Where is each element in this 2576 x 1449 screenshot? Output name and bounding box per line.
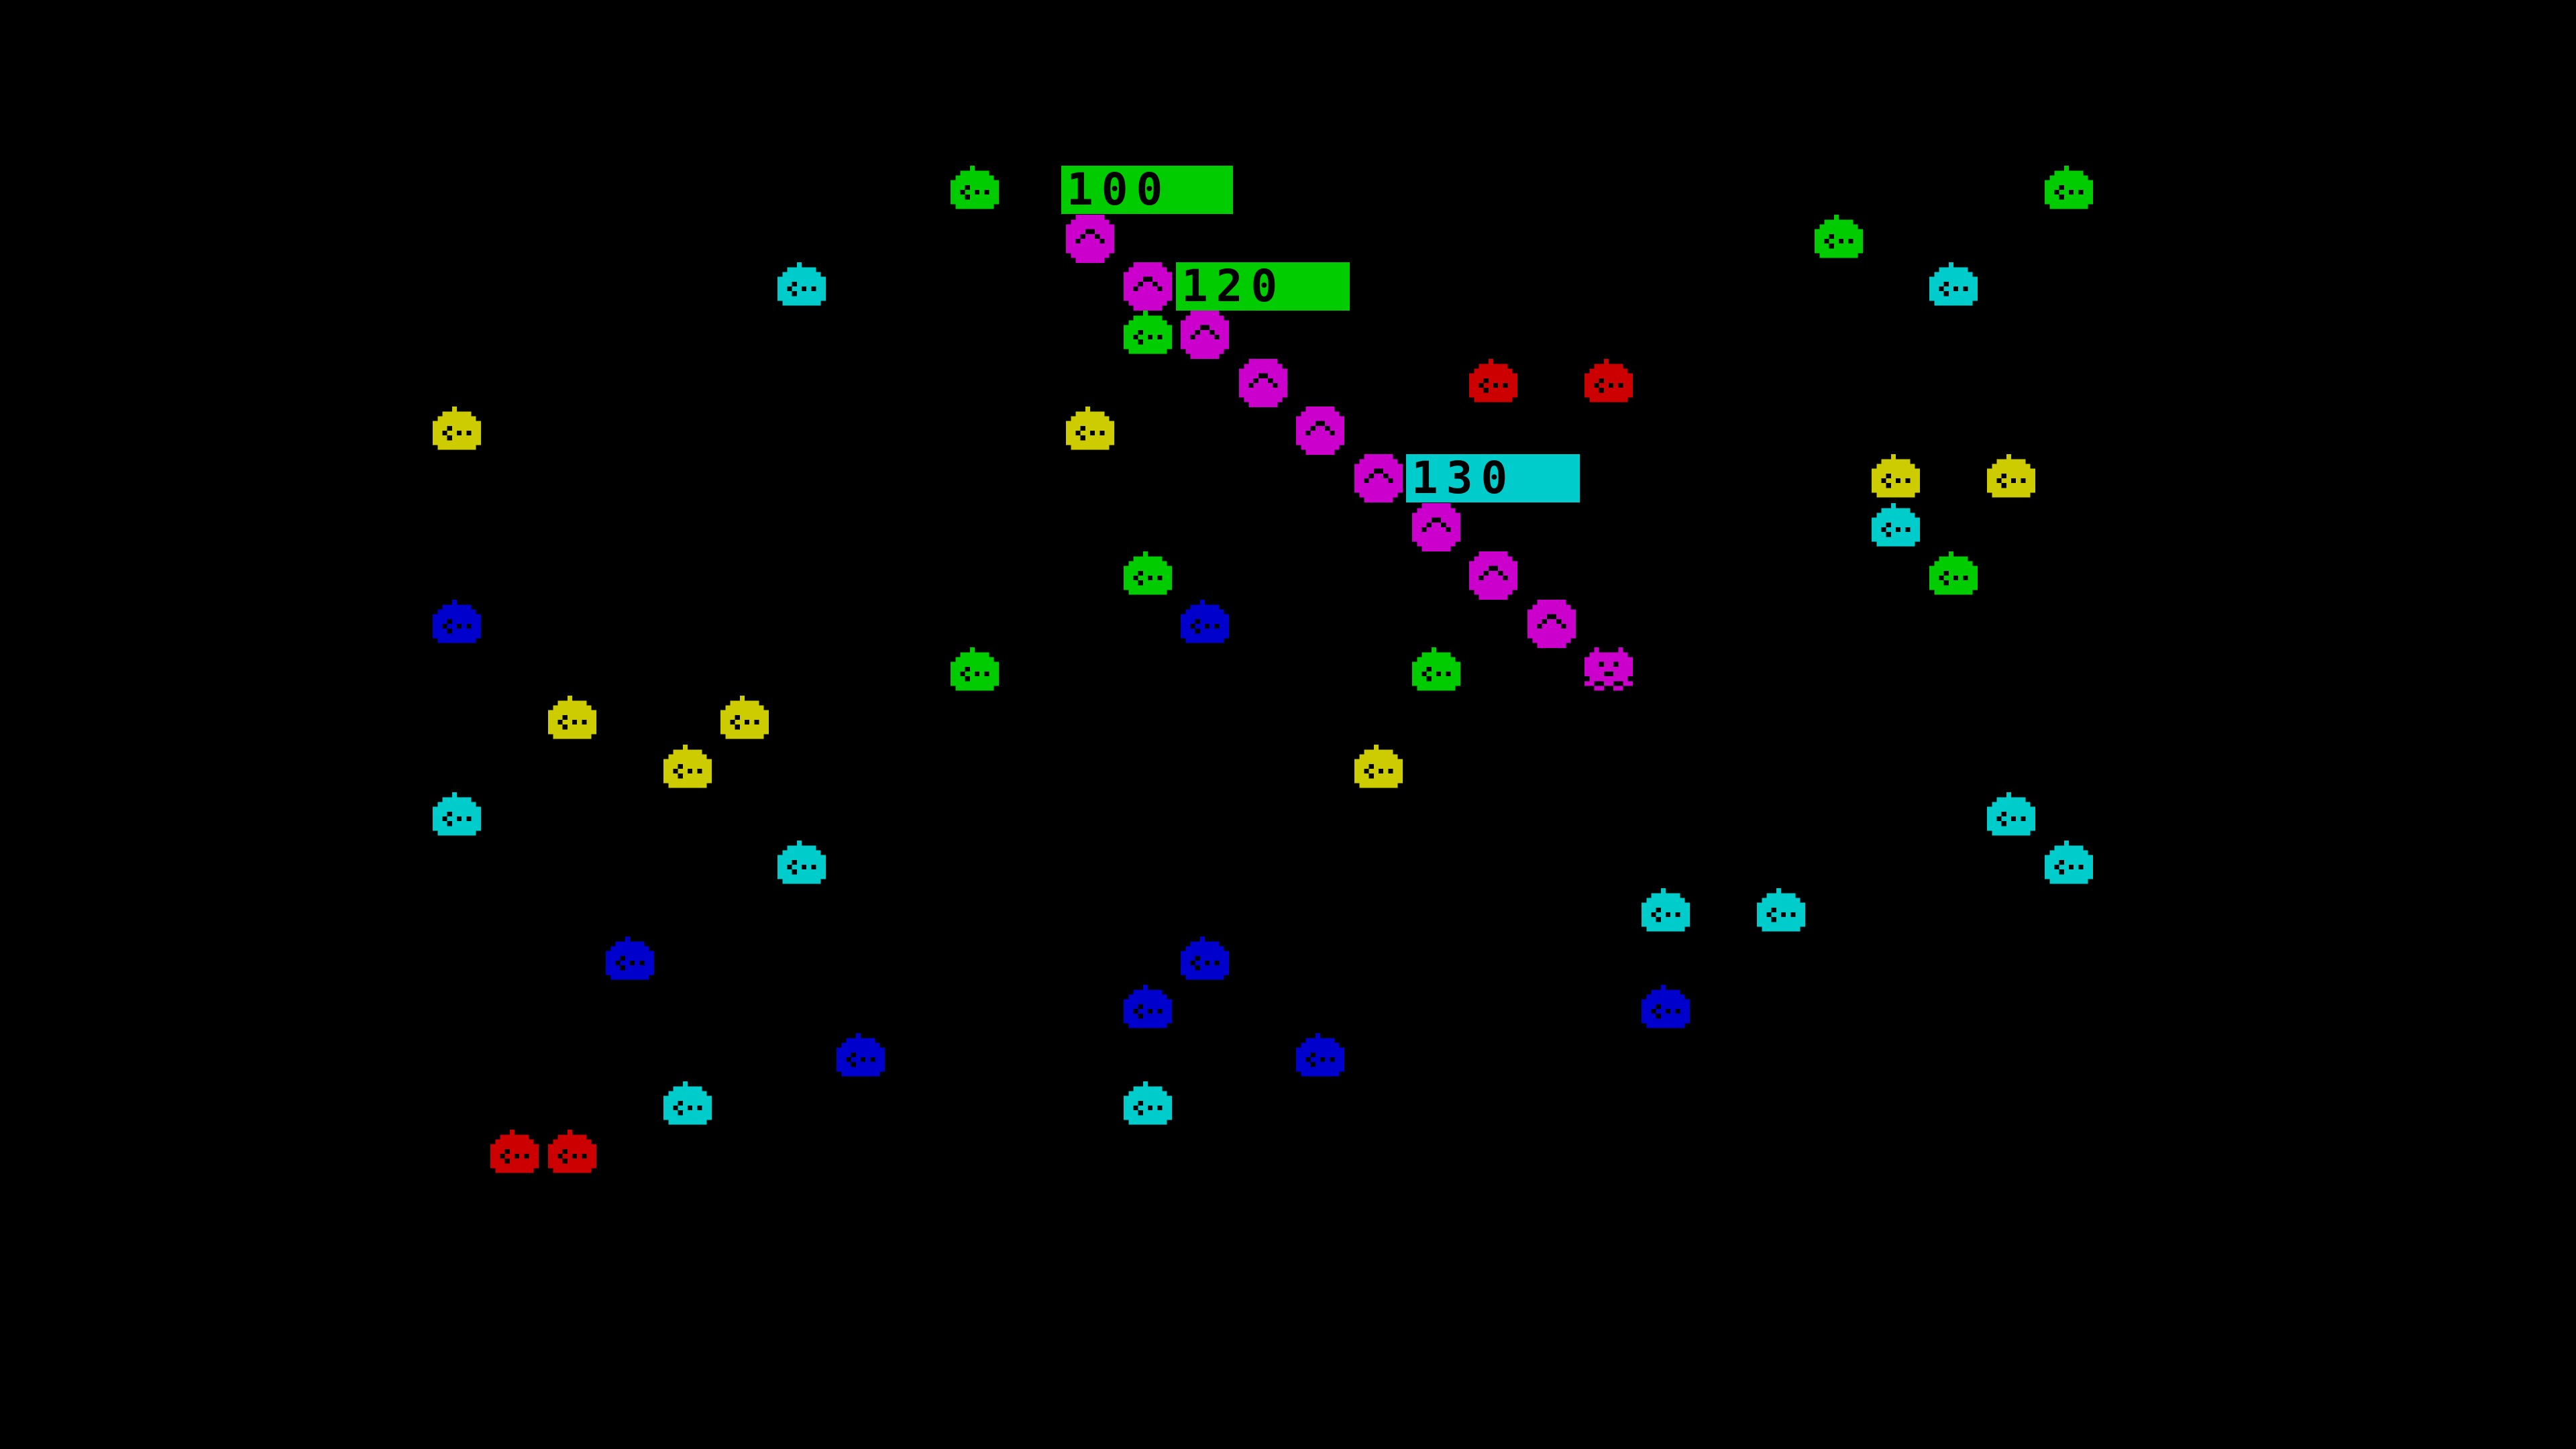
mushroom-icon bbox=[486, 1130, 543, 1178]
mushroom-icon bbox=[2040, 166, 2098, 214]
mushroom-icon bbox=[1176, 600, 1234, 648]
centipede-head-icon bbox=[1580, 647, 1638, 696]
score-popup-100: 100 bbox=[1061, 166, 1233, 214]
mushroom-icon bbox=[946, 166, 1004, 214]
mushroom-icon bbox=[1119, 985, 1177, 1033]
centipede-segment-icon bbox=[1234, 359, 1292, 407]
mushroom-icon bbox=[1291, 1033, 1349, 1081]
mushroom-icon bbox=[1867, 503, 1925, 551]
mushroom-icon bbox=[543, 696, 601, 744]
centipede-segment-icon bbox=[1464, 551, 1522, 600]
mushroom-icon bbox=[1061, 407, 1119, 455]
mushroom-icon bbox=[832, 1033, 890, 1081]
mushroom-icon bbox=[1119, 311, 1177, 359]
mushroom-icon bbox=[1637, 985, 1695, 1033]
score-popup-120: 120 bbox=[1176, 262, 1350, 311]
mushroom-icon bbox=[1867, 454, 1925, 502]
mushroom-icon bbox=[1637, 888, 1695, 936]
mushroom-icon bbox=[1407, 647, 1465, 696]
mushroom-icon bbox=[428, 407, 486, 455]
mushroom-icon bbox=[659, 1081, 716, 1130]
mushroom-icon bbox=[946, 647, 1004, 696]
mushroom-icon bbox=[1752, 888, 1810, 936]
mushroom-icon bbox=[1925, 262, 1982, 311]
mushroom-icon bbox=[1176, 936, 1234, 985]
score-popup-130: 130 bbox=[1406, 454, 1580, 502]
mushroom-icon bbox=[2040, 841, 2098, 889]
centipede-segment-icon bbox=[1523, 600, 1580, 648]
mushroom-icon bbox=[1350, 745, 1407, 793]
mushroom-icon bbox=[1982, 454, 2040, 502]
centipede-segment-icon bbox=[1291, 407, 1349, 455]
mushroom-icon bbox=[601, 936, 659, 985]
mushroom-icon bbox=[543, 1130, 601, 1178]
mushroom-icon bbox=[716, 696, 773, 744]
mushroom-icon bbox=[428, 600, 486, 648]
mushroom-icon bbox=[773, 262, 830, 311]
centipede-segment-icon bbox=[1061, 215, 1119, 263]
centipede-segment-icon bbox=[1407, 503, 1465, 551]
mushroom-icon bbox=[1580, 359, 1638, 407]
mushroom-icon bbox=[1464, 359, 1522, 407]
mushroom-icon bbox=[428, 792, 486, 841]
centipede-segment-icon bbox=[1176, 311, 1234, 359]
mushroom-icon bbox=[1982, 792, 2040, 841]
centipede-segment-icon bbox=[1350, 454, 1407, 502]
mushroom-icon bbox=[1810, 215, 1868, 263]
mushroom-icon bbox=[659, 745, 716, 793]
centipede-segment-icon bbox=[1119, 262, 1177, 311]
mushroom-icon bbox=[773, 841, 830, 889]
mushroom-icon bbox=[1119, 551, 1177, 600]
mushroom-icon bbox=[1925, 551, 1982, 600]
mushroom-icon bbox=[1119, 1081, 1177, 1130]
